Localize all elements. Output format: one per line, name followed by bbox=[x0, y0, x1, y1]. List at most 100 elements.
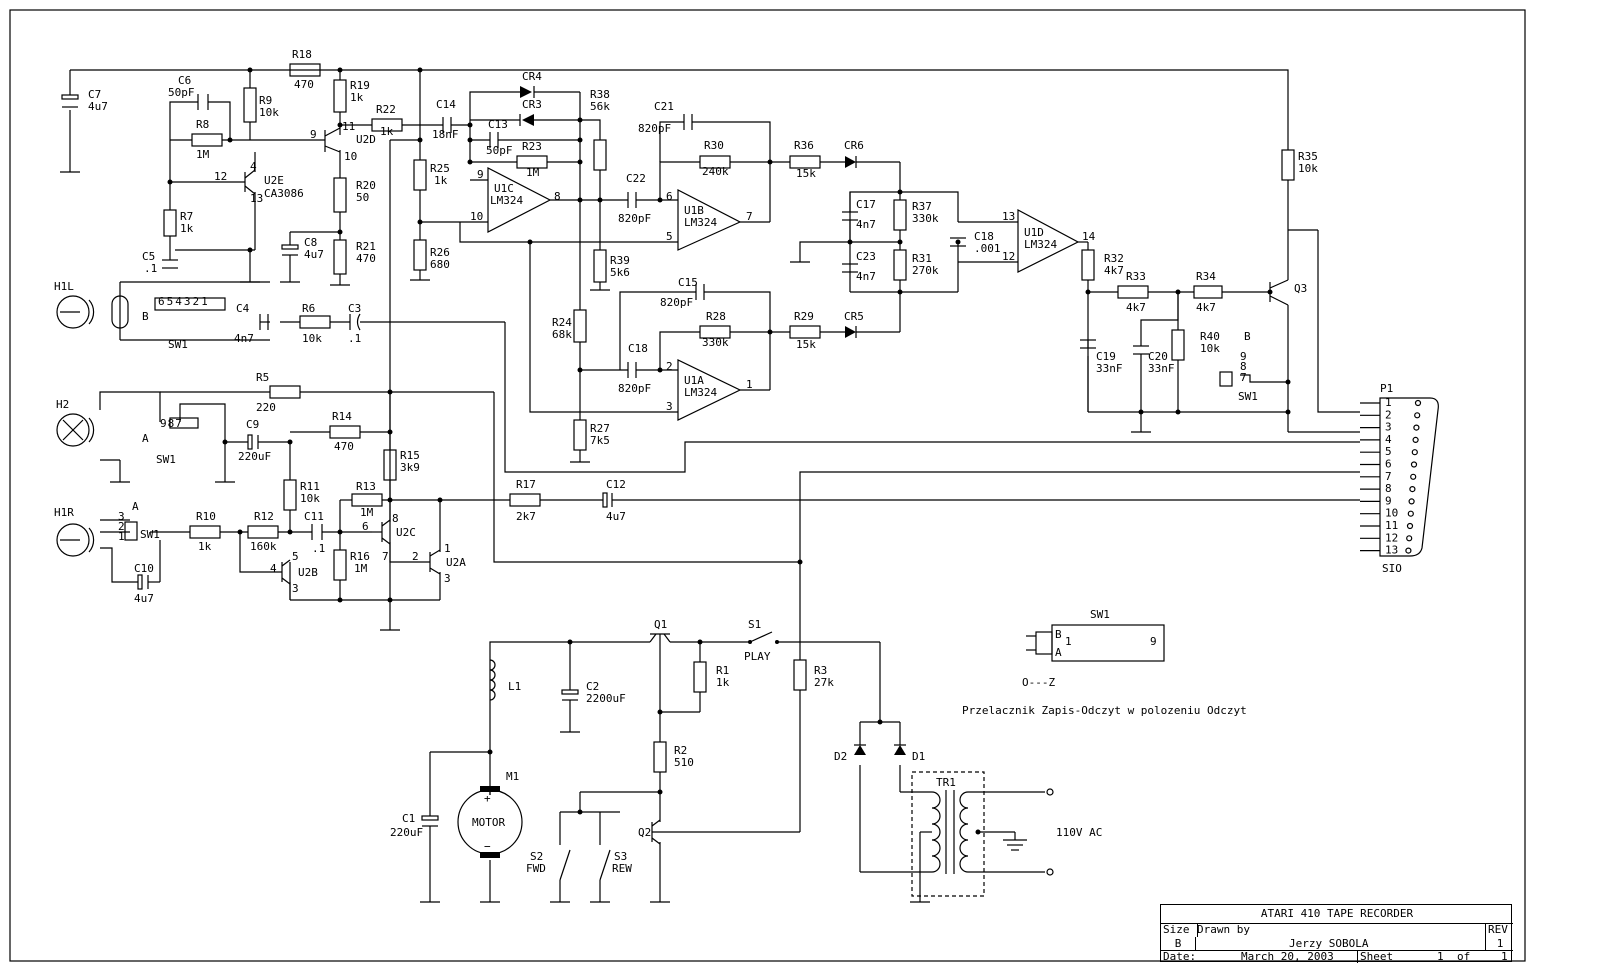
val-c2: 2200uF bbox=[586, 692, 626, 705]
sw1-h1r-pin3: 3 bbox=[118, 510, 125, 523]
val-c18b: 820pF bbox=[618, 382, 651, 395]
sw1-label-h2: SW1 bbox=[156, 453, 176, 466]
wires bbox=[60, 69, 1360, 903]
ref-r6: R6 bbox=[302, 302, 315, 315]
val-u2e: CA3086 bbox=[264, 187, 304, 200]
ref-q1: Q1 bbox=[654, 618, 667, 631]
val-r5: 220 bbox=[256, 401, 276, 414]
val-c3: .1 bbox=[348, 332, 361, 345]
title-block: ATARI 410 TAPE RECORDER Size Drawn by RE… bbox=[1160, 904, 1514, 963]
ref-r29: R29 bbox=[794, 310, 814, 323]
val-r9: 10k bbox=[259, 106, 279, 119]
p1-pin-2: 2 bbox=[1385, 408, 1392, 421]
p1-pin-hole-4 bbox=[1412, 436, 1419, 443]
val-r8: 1M bbox=[196, 148, 210, 161]
ref-r26: R26 bbox=[430, 246, 450, 259]
val-c10: 4u7 bbox=[134, 592, 154, 605]
svg-text:3: 3 bbox=[444, 572, 451, 585]
ref-u2a: U2A bbox=[446, 556, 466, 569]
svg-text:10: 10 bbox=[344, 150, 357, 163]
val-r19: 1k bbox=[350, 91, 364, 104]
ref-r38: R38 bbox=[590, 88, 610, 101]
sheet-border bbox=[9, 9, 1526, 962]
val-r29: 15k bbox=[796, 338, 816, 351]
ref-r30: R30 bbox=[704, 139, 724, 152]
ref-r27: R27 bbox=[590, 422, 610, 435]
val-r39: 5k6 bbox=[610, 266, 630, 279]
p1-pin-hole-13 bbox=[1405, 547, 1412, 554]
ref-r5: R5 bbox=[256, 371, 269, 384]
p1-pin-10: 10 bbox=[1385, 507, 1398, 520]
ref-c21: C21 bbox=[654, 100, 674, 113]
switch-note: Przelacznik Zapis-Odczyt w polozeniu Odc… bbox=[962, 704, 1247, 717]
val-c8: 4u7 bbox=[304, 248, 324, 261]
sw1-label-h1r: SW1 bbox=[140, 528, 160, 541]
ref-l1: L1 bbox=[508, 680, 521, 693]
ref-r36: R36 bbox=[794, 139, 814, 152]
ref-r15: R15 bbox=[400, 449, 420, 462]
val-r7: 1k bbox=[180, 222, 194, 235]
rev-value: 1 bbox=[1485, 937, 1514, 951]
svg-text:2: 2 bbox=[412, 550, 419, 563]
ref-r24: R24 bbox=[552, 316, 572, 329]
svg-text:12: 12 bbox=[1002, 250, 1015, 263]
val-r31: 270k bbox=[912, 264, 939, 277]
svg-text:8: 8 bbox=[554, 190, 561, 203]
val-r16: 1M bbox=[354, 562, 368, 575]
sw1-pos-b-top: B bbox=[142, 310, 149, 323]
ref-cr5: CR5 bbox=[844, 310, 864, 323]
ref-m1: M1 bbox=[506, 770, 519, 783]
p1-pin-11: 11 bbox=[1385, 519, 1398, 532]
p1-pin-hole-7 bbox=[1410, 473, 1417, 480]
svg-text:14: 14 bbox=[1082, 230, 1096, 243]
val-c18: .001 bbox=[974, 242, 1001, 255]
val-u1c: LM324 bbox=[490, 194, 523, 207]
ref-c17: C17 bbox=[856, 198, 876, 211]
p1-pin-hole-6 bbox=[1410, 461, 1418, 468]
ac-label: 110V AC bbox=[1056, 826, 1102, 839]
svg-text:9: 9 bbox=[310, 128, 317, 141]
ref-h1l: H1L bbox=[54, 280, 74, 293]
svg-text:5: 5 bbox=[666, 230, 673, 243]
ref-r9: R9 bbox=[259, 94, 272, 107]
ref-u2c: U2C bbox=[396, 526, 416, 539]
ref-c9: C9 bbox=[246, 418, 259, 431]
ref-r1: R1 bbox=[716, 664, 729, 677]
val-r22: 1k bbox=[380, 125, 394, 138]
val-c4: 4n7 bbox=[234, 332, 254, 345]
sw1-q3-pin9: 9 bbox=[1240, 350, 1247, 363]
val-c13: 50pF bbox=[486, 144, 513, 157]
sheet-label: Sheet bbox=[1357, 950, 1393, 963]
p1-pin-hole-8 bbox=[1409, 486, 1416, 493]
ref-cr6: CR6 bbox=[844, 139, 864, 152]
motor-plus: + bbox=[484, 792, 491, 805]
ref-r2: R2 bbox=[674, 744, 687, 757]
ref-c23: C23 bbox=[856, 250, 876, 263]
svg-text:1: 1 bbox=[746, 378, 753, 391]
svg-text:11: 11 bbox=[342, 120, 355, 133]
date-value: March 20, 2003 bbox=[1241, 950, 1334, 963]
size-value: B bbox=[1161, 937, 1196, 951]
val-c22: 820pF bbox=[618, 212, 651, 225]
ref-r22: R22 bbox=[376, 103, 396, 116]
drawn-by-label: Drawn by bbox=[1197, 923, 1250, 936]
component-symbols bbox=[56, 63, 1439, 897]
ref-u2d: U2D bbox=[356, 133, 376, 146]
svg-text:4: 4 bbox=[250, 160, 257, 173]
ref-r12: R12 bbox=[254, 510, 274, 523]
ref-cr4: CR4 bbox=[522, 70, 542, 83]
val-c20: 33nF bbox=[1148, 362, 1175, 375]
val-c6: 50pF bbox=[168, 86, 195, 99]
svg-text:1: 1 bbox=[444, 542, 451, 555]
ref-r23: R23 bbox=[522, 140, 542, 153]
val-c23: 4n7 bbox=[856, 270, 876, 283]
p1-pin-hole-3 bbox=[1413, 424, 1420, 431]
p1-pin-4: 4 bbox=[1385, 433, 1392, 446]
val-c1: 220uF bbox=[390, 826, 423, 839]
sheet-value: 1 bbox=[1437, 950, 1444, 963]
p1-pin-1: 1 bbox=[1385, 396, 1392, 409]
p1-pin-5: 5 bbox=[1385, 445, 1392, 458]
ref-h1r: H1R bbox=[54, 506, 74, 519]
